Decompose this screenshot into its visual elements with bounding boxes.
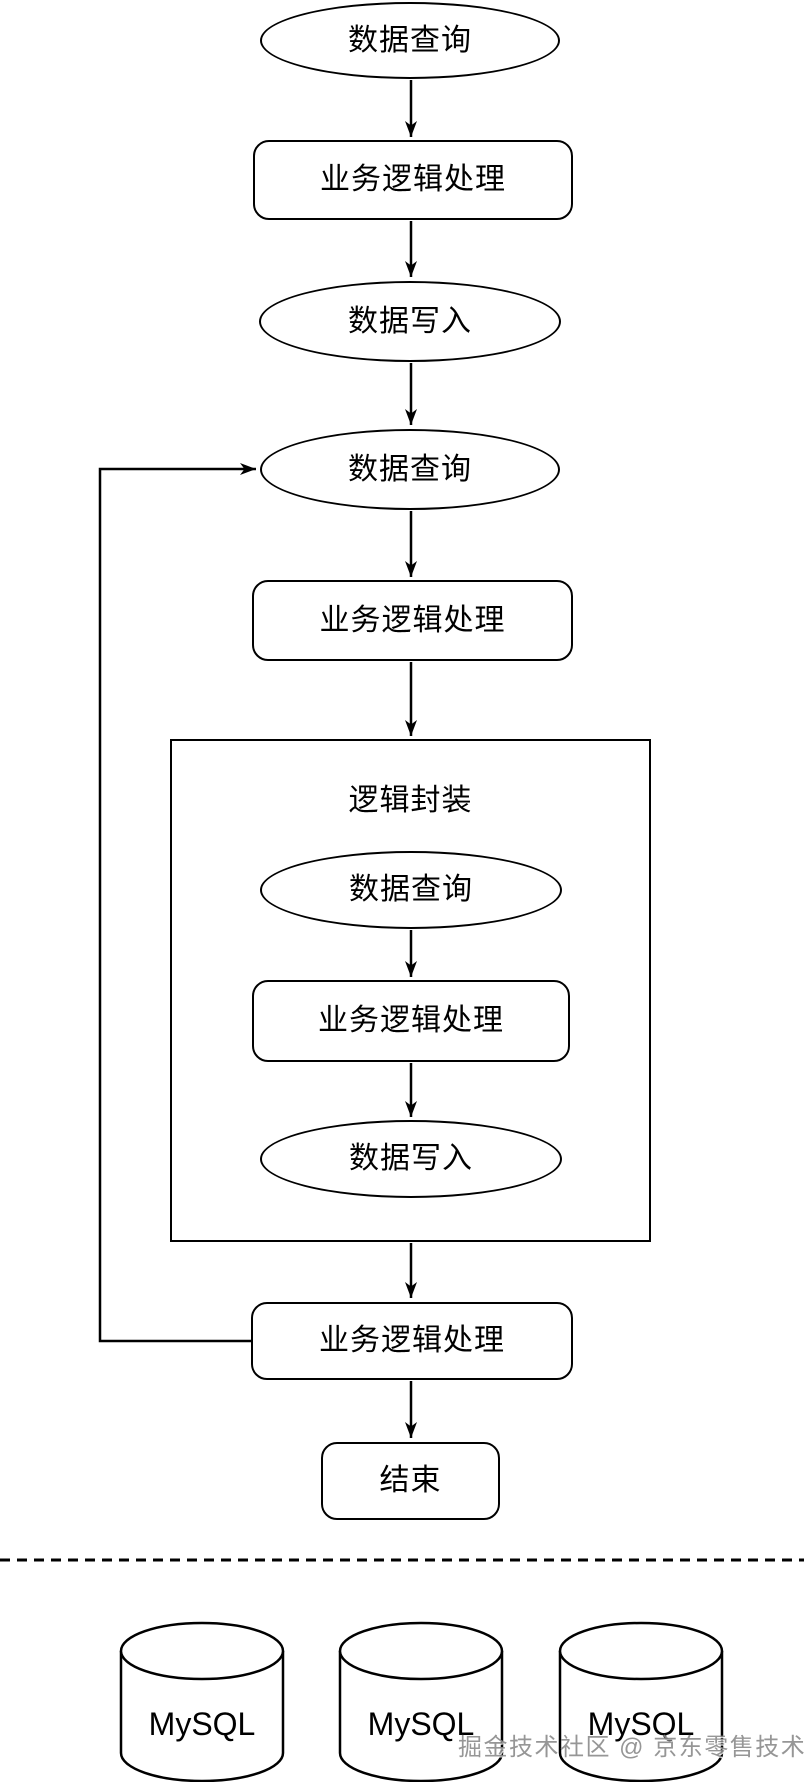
node-ellipse-data-write-2: 数据写入: [260, 1120, 562, 1198]
node-ellipse-data-query-2: 数据查询: [260, 429, 560, 510]
node-process-business-logic-3: 业务逻辑处理: [252, 980, 570, 1062]
node-process-business-logic-1: 业务逻辑处理: [253, 140, 573, 220]
mysql-cylinder-3: [558, 1621, 724, 1782]
mysql-cylinder-1: [119, 1621, 285, 1782]
mysql-label-3: MySQL: [587, 1705, 695, 1742]
node-process-business-logic-2: 业务逻辑处理: [252, 580, 573, 661]
node-ellipse-data-query-1: 数据查询: [260, 2, 560, 79]
loopback-connector: [98, 463, 256, 1343]
group-title: 逻辑封装: [348, 784, 473, 817]
mysql-label-1: MySQL: [148, 1705, 256, 1742]
node-terminator-end: 结束: [321, 1442, 500, 1520]
cylinder-body: [119, 1651, 285, 1782]
cylinder-top: [558, 1621, 724, 1681]
cylinder-body: [338, 1651, 504, 1782]
node-ellipse-data-query-3: 数据查询: [260, 851, 562, 929]
mysql-label-2: MySQL: [367, 1705, 475, 1742]
mysql-cylinder-2: [338, 1621, 504, 1782]
node-ellipse-data-write-1: 数据写入: [259, 281, 561, 362]
cylinder-body: [558, 1651, 724, 1782]
cylinder-top: [338, 1621, 504, 1681]
cylinder-top: [119, 1621, 285, 1681]
group-logic-encapsulation: 逻辑封装: [170, 739, 651, 1242]
node-process-business-logic-4: 业务逻辑处理: [251, 1302, 573, 1380]
watermark-text: 掘金技术社区 @ 京东零售技术: [458, 1734, 804, 1761]
